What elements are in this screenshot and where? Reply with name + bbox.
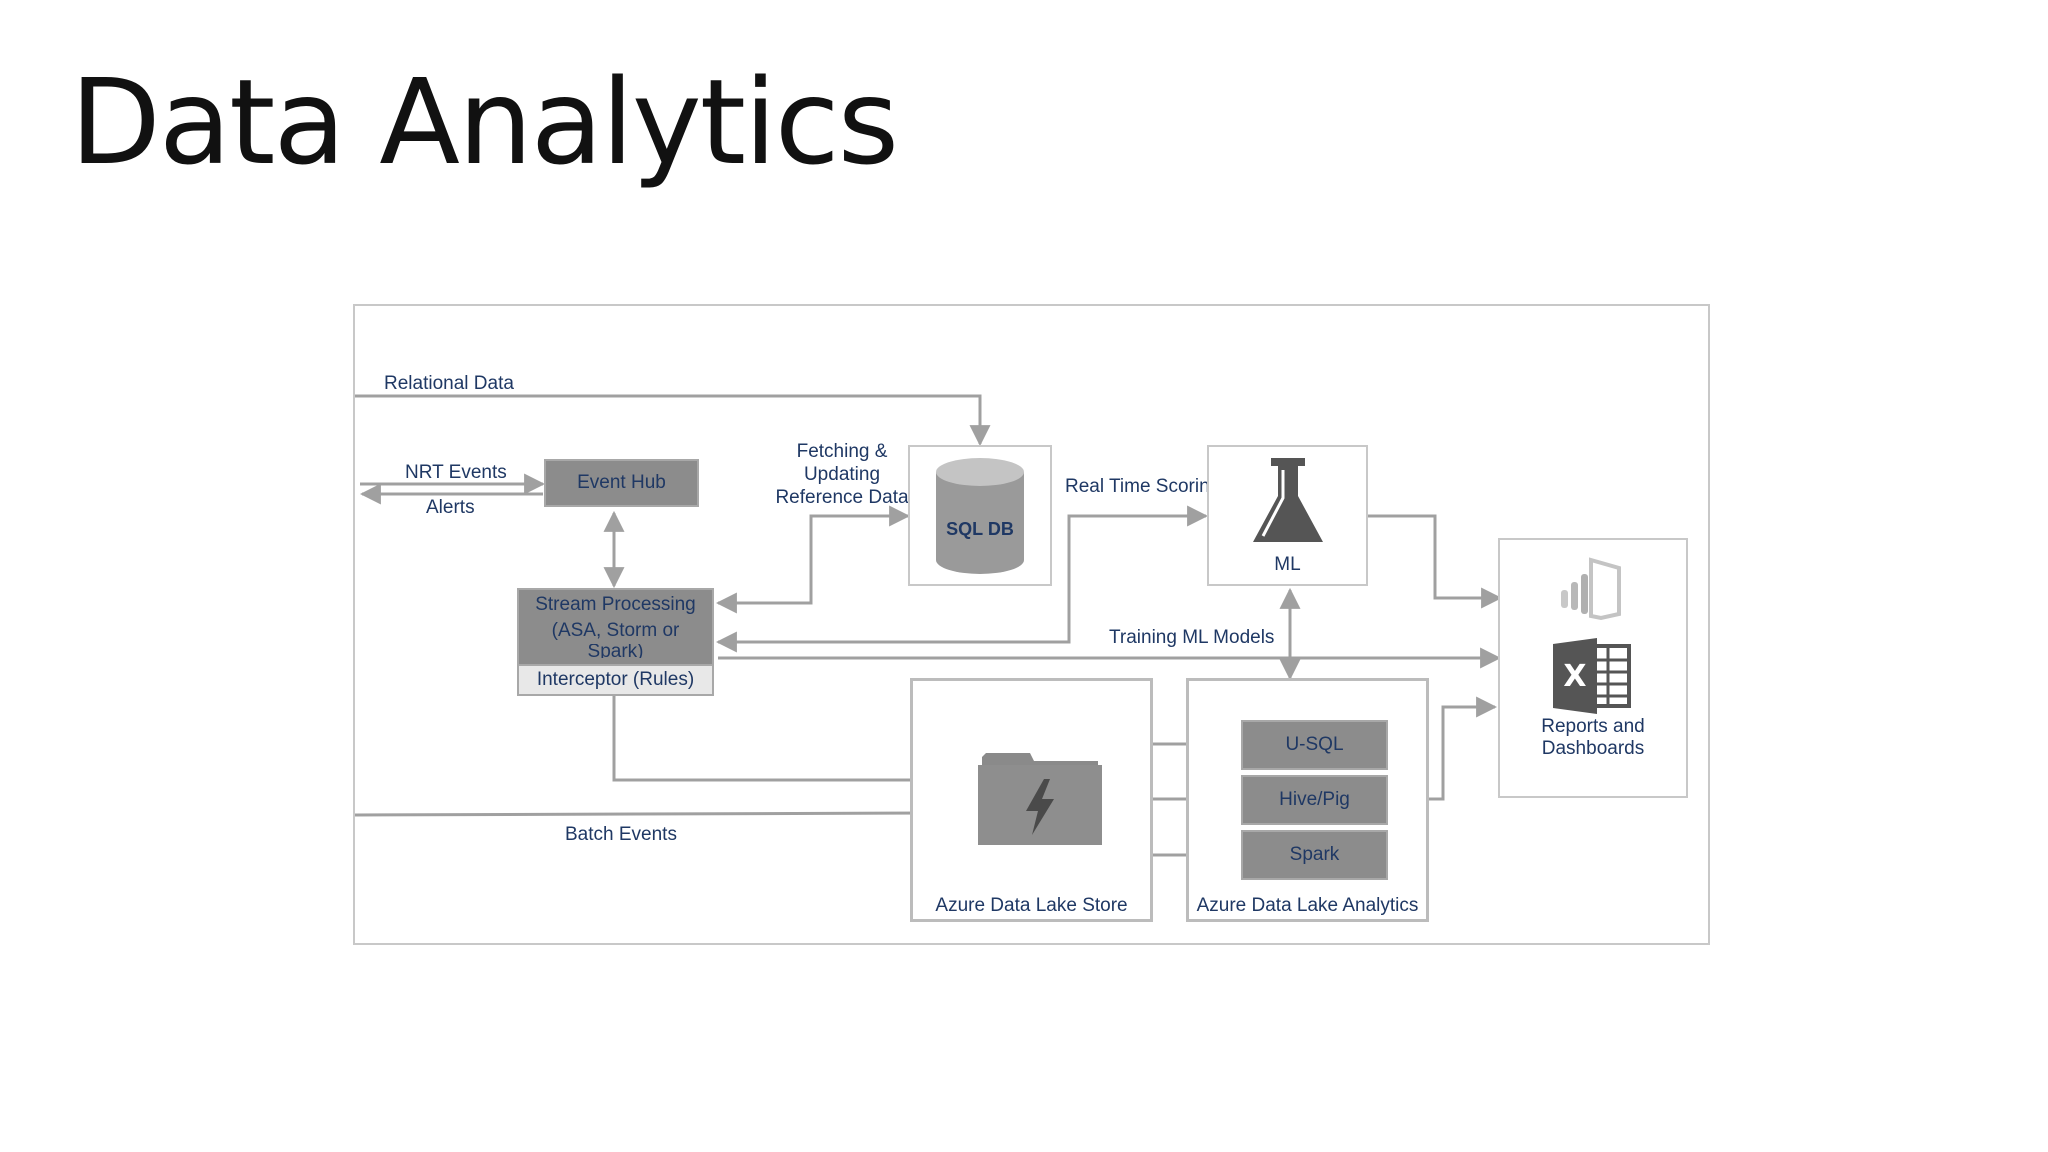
- folder-lightning-icon: [978, 753, 1102, 845]
- hive-pig-label: Hive/Pig: [1279, 789, 1350, 810]
- training-ml-label: Training ML Models: [1109, 627, 1275, 648]
- excel-icon: X: [1553, 638, 1631, 714]
- alerts-label: Alerts: [426, 497, 475, 518]
- fetching-line-3: Reference Data: [775, 487, 909, 508]
- stream-line-3: Spark): [587, 644, 644, 658]
- batch-events-arrow: [355, 802, 943, 824]
- relational-data-label: Relational Data: [384, 373, 514, 394]
- spark-box: Spark: [1241, 830, 1388, 880]
- adl-store-label: Azure Data Lake Store: [935, 895, 1128, 916]
- interceptor-box: Interceptor (Rules): [517, 664, 714, 696]
- reports-line-1: Reports and: [1541, 716, 1645, 737]
- hive-pig-box: Hive/Pig: [1241, 775, 1388, 825]
- power-bi-icon: [1561, 557, 1621, 621]
- ml-box: ML: [1207, 445, 1368, 586]
- event-hub-label: Event Hub: [577, 472, 666, 493]
- interceptor-label: Interceptor (Rules): [536, 669, 695, 690]
- real-time-scoring-arrow: [715, 505, 1209, 653]
- adl-store-box: Azure Data Lake Store: [910, 678, 1153, 922]
- stream-processing-box: Stream Processing (ASA, Storm or Spark): [517, 588, 714, 666]
- svg-text:X: X: [1563, 659, 1586, 694]
- spark-label: Spark: [1289, 844, 1340, 865]
- relational-data-arrow: [355, 394, 991, 447]
- fetching-line-1: Fetching &: [796, 441, 888, 462]
- reports-box: X Reports and Dashboards: [1498, 538, 1688, 798]
- batch-events-label: Batch Events: [565, 824, 677, 845]
- usql-box: U-SQL: [1241, 720, 1388, 770]
- ml-reports-arrow: [1367, 514, 1503, 609]
- usql-label: U-SQL: [1285, 734, 1344, 755]
- ml-label: ML: [1274, 553, 1301, 575]
- stream-adls-arrow: [612, 694, 943, 791]
- real-time-scoring-label: Real Time Scoring: [1065, 476, 1221, 497]
- fetching-line-2: Updating: [803, 464, 881, 485]
- reports-line-2: Dashboards: [1541, 738, 1645, 759]
- database-icon: [936, 457, 1024, 574]
- adl-analytics-label: Azure Data Lake Analytics: [1196, 895, 1419, 916]
- fetching-label: Fetching & Updating Reference Data: [775, 440, 908, 509]
- sql-db-box: SQL DB: [908, 445, 1052, 586]
- stream-line-2: (ASA, Storm or: [551, 620, 680, 641]
- stream-line-1: Stream Processing: [535, 594, 696, 615]
- architecture-diagram: Relational Data NRT Events Alerts Event …: [353, 304, 1710, 945]
- nrt-events-label: NRT Events: [405, 462, 507, 483]
- flask-icon: [1252, 457, 1323, 542]
- sql-db-label: SQL DB: [946, 519, 1014, 539]
- event-hub-box: Event Hub: [544, 459, 699, 507]
- reference-data-arrow: [715, 505, 911, 614]
- page-title: Data Analytics: [70, 53, 899, 191]
- reports-label: Reports and Dashboards: [1541, 716, 1645, 760]
